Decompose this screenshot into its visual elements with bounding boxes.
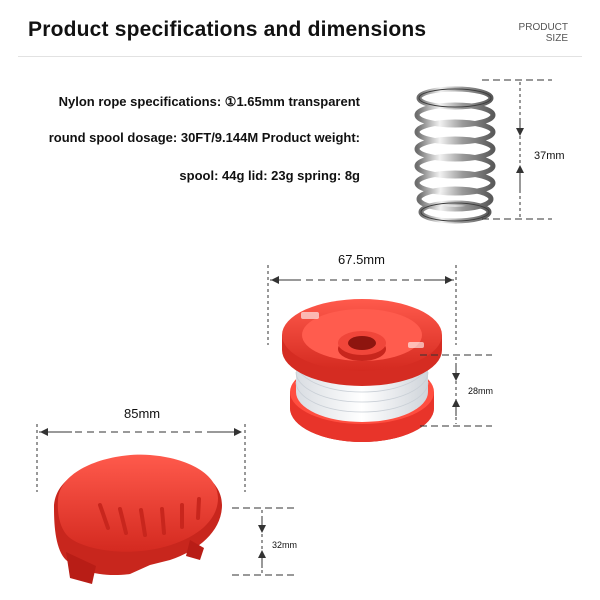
product-size-tag: PRODUCT SIZE [498, 22, 568, 44]
spool-image [282, 299, 442, 442]
spool-width-dimension [267, 265, 457, 345]
size-tag-line-2: SIZE [545, 33, 568, 44]
spring-height-dimension [482, 79, 552, 220]
spec-line-rope: Nylon rope specifications: ①1.65mm trans… [58, 94, 360, 109]
lid-image [54, 454, 222, 584]
lid-width-dimension [36, 424, 246, 492]
spool-width-label: 67.5mm [338, 252, 385, 267]
spool-height-dimension [420, 354, 492, 427]
header-divider [18, 56, 582, 57]
lid-height-label: 32mm [272, 540, 298, 550]
lid-width-label: 85mm [124, 406, 161, 421]
spec-line-weights: spool: 44g lid: 23g spring: 8g [179, 168, 360, 183]
lid-height-dimension [232, 507, 296, 576]
spool-height-label: 28mm [468, 386, 494, 396]
page-title: Product specifications and dimensions [28, 18, 427, 41]
spec-line-dosage: round spool dosage: 30FT/9.144M Product … [48, 130, 360, 145]
spring-image [414, 86, 496, 224]
spring-height-label: 37mm [534, 150, 565, 162]
size-tag-line-1: PRODUCT [518, 22, 568, 33]
